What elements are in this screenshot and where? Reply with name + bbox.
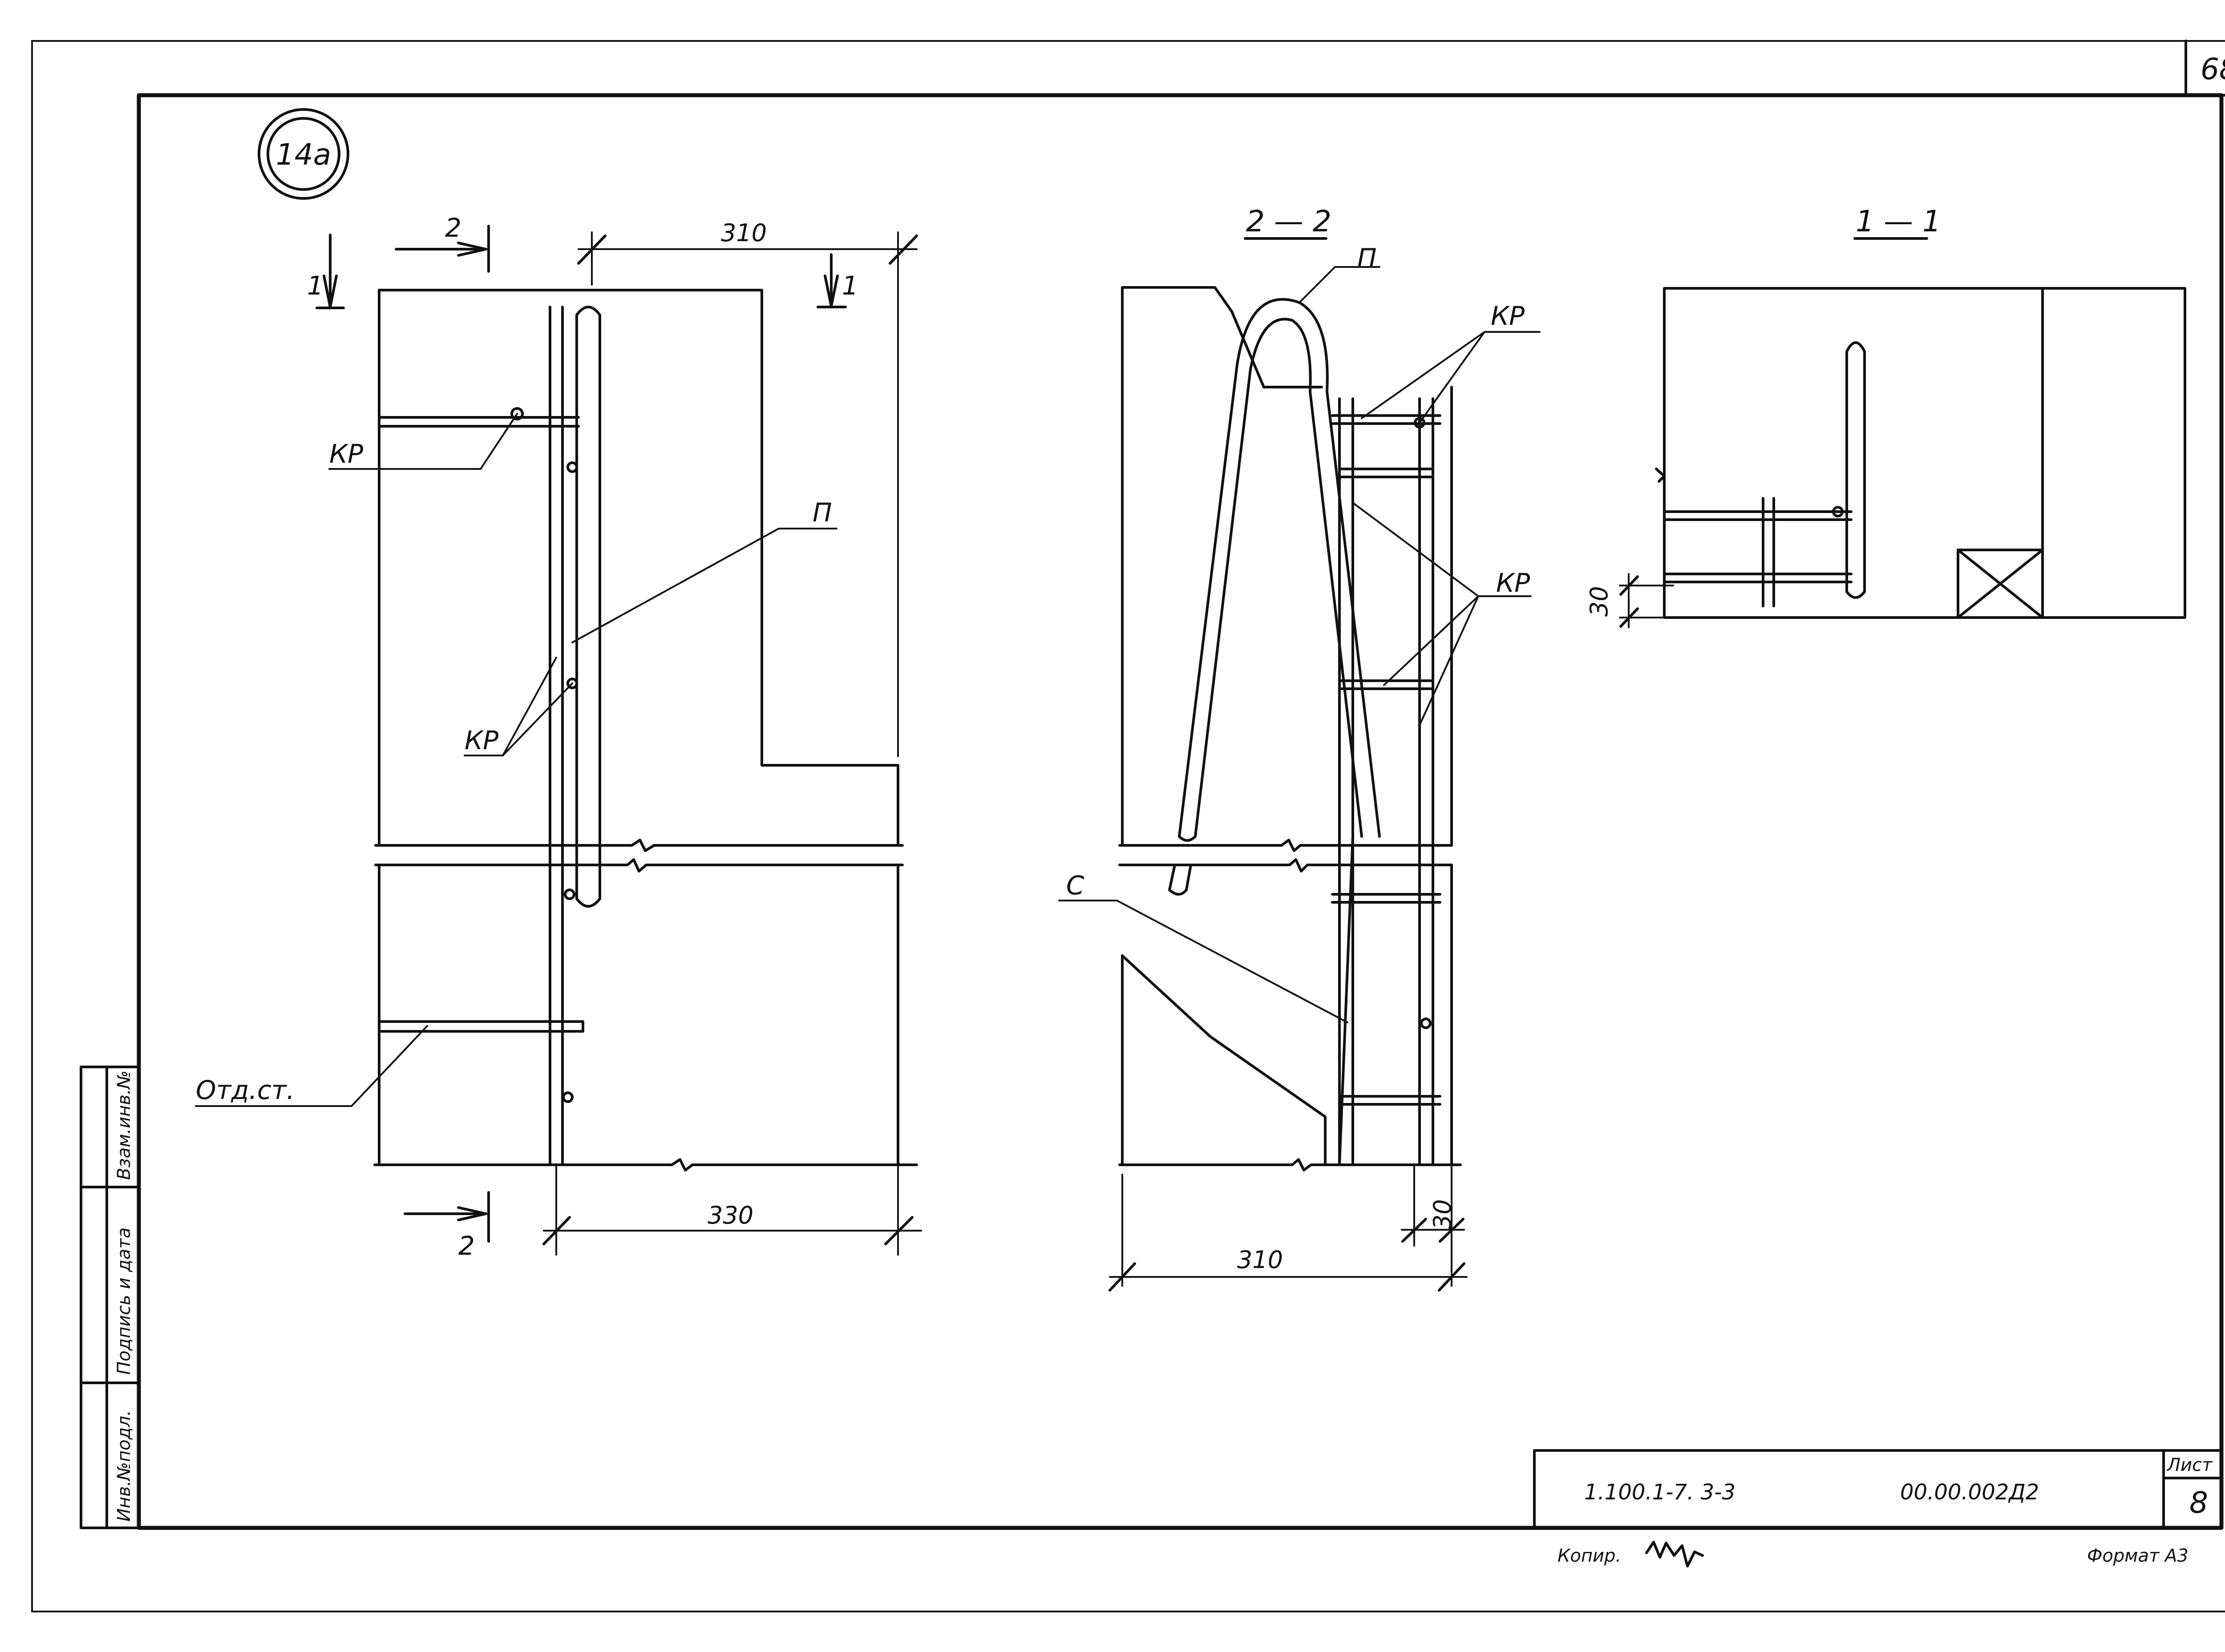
title-code: 00.00.002Д2	[1900, 1480, 2039, 1505]
label-p-2: П	[1357, 243, 1377, 273]
dim-section-step: 30	[1428, 1199, 1456, 1230]
cut-1-right-label: 1	[842, 271, 858, 301]
cut-marker-1-right: 1	[817, 253, 858, 308]
title-series: 1.100.1-7. 3-3	[1584, 1480, 1736, 1505]
cut-marker-1-left: 1	[307, 234, 345, 309]
dim-plan-bottom: 330	[708, 1201, 753, 1229]
outer-border	[31, 40, 2225, 1612]
detail-mark-label: 14а	[276, 137, 331, 172]
title-block: 1.100.1-7. 3-3 00.00.002Д2 Лист 8 Копир.…	[1533, 1449, 2223, 1567]
cut-marker-2-bottom: 2	[404, 1191, 490, 1261]
section-2-2-title: 2 — 2	[1246, 204, 1331, 238]
dim-section-1-1: 30	[1585, 586, 1613, 617]
label-otd-st: Отд.ст.	[196, 1075, 295, 1105]
page-number-box: 68	[2185, 40, 2225, 97]
copier-signature	[1645, 1541, 1704, 1567]
label-kr-3: КР	[1491, 301, 1525, 331]
section-2-2: 2 — 2 П КР КР С	[1058, 204, 1541, 1292]
title-format: Формат А3	[2087, 1546, 2189, 1566]
dim-plan-top: 310	[721, 219, 767, 247]
side-stamp: Инв.№подл. Подпись и дата Взам.инв.№	[80, 1066, 140, 1529]
page-number: 68	[2201, 52, 2225, 86]
detail-mark: 14а	[258, 108, 349, 200]
cut-2-bottom-label: 2	[458, 1231, 475, 1261]
stamp-sign-date: Подпись и дата	[114, 1228, 134, 1375]
title-sheet-label: Лист	[2166, 1455, 2213, 1475]
stamp-inv-orig: Инв.№подл.	[114, 1410, 134, 1522]
inner-frame	[137, 93, 2224, 1530]
section-1-1-title: 1 — 1	[1856, 204, 1941, 238]
label-s: С	[1066, 870, 1084, 901]
section-1-1: 1 — 1 30	[1585, 204, 2186, 628]
title-sheet-number: 8	[2189, 1486, 2208, 1520]
cut-marker-2-top: 2	[395, 213, 490, 273]
plan-view: 1 1 2 2	[195, 213, 922, 1261]
label-kr-4: КР	[1496, 568, 1530, 598]
label-kr-2: КР	[465, 725, 498, 755]
stamp-replaced-inv: Взам.инв.№	[114, 1070, 134, 1180]
cut-2-top-label: 2	[445, 213, 461, 243]
title-copied-by: Копир.	[1558, 1546, 1621, 1566]
cut-1-left-label: 1	[307, 271, 324, 301]
label-p-1: П	[813, 497, 832, 528]
dim-section-bottom: 310	[1237, 1246, 1283, 1274]
label-kr-1: КР	[329, 439, 363, 469]
